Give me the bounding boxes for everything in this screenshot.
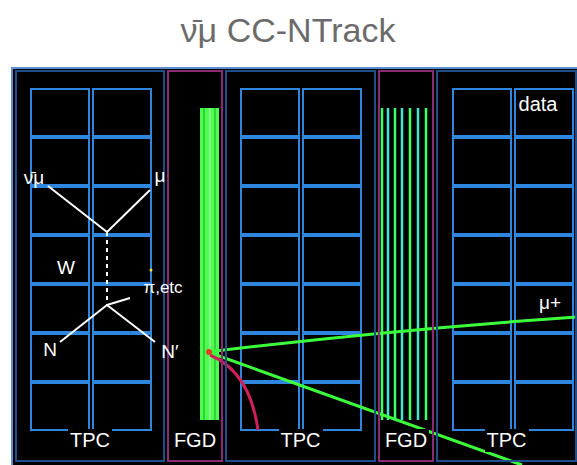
display-label: N xyxy=(43,340,57,361)
tpc-grid xyxy=(452,88,576,431)
display-label: W xyxy=(57,258,75,279)
display-label: μ+ xyxy=(539,293,561,314)
display-label: π,etc xyxy=(143,279,182,298)
module-label: FGD xyxy=(383,429,429,452)
detector-module: TPC xyxy=(15,70,165,462)
module-label: FGD xyxy=(172,429,218,452)
module-label: TPC xyxy=(485,429,529,452)
feynman-diagram xyxy=(48,186,155,342)
particle-tracks xyxy=(206,317,577,465)
title: ν̄μ CC-NTrack xyxy=(181,11,396,50)
display-label: ν̄μ xyxy=(24,168,44,189)
detector-module: TPC xyxy=(225,70,376,462)
display-label: data xyxy=(519,93,558,115)
detector-module: FGD xyxy=(167,70,223,462)
display-label: μ xyxy=(155,166,166,187)
module-label: TPC xyxy=(68,429,112,452)
display-label: N′ xyxy=(161,342,178,363)
detector-module: TPC xyxy=(436,70,577,462)
module-label: TPC xyxy=(279,429,323,452)
detector-module: FGD xyxy=(378,70,434,462)
display-frame xyxy=(12,68,577,465)
tpc-grid xyxy=(240,88,364,431)
tpc-grid xyxy=(30,88,154,431)
